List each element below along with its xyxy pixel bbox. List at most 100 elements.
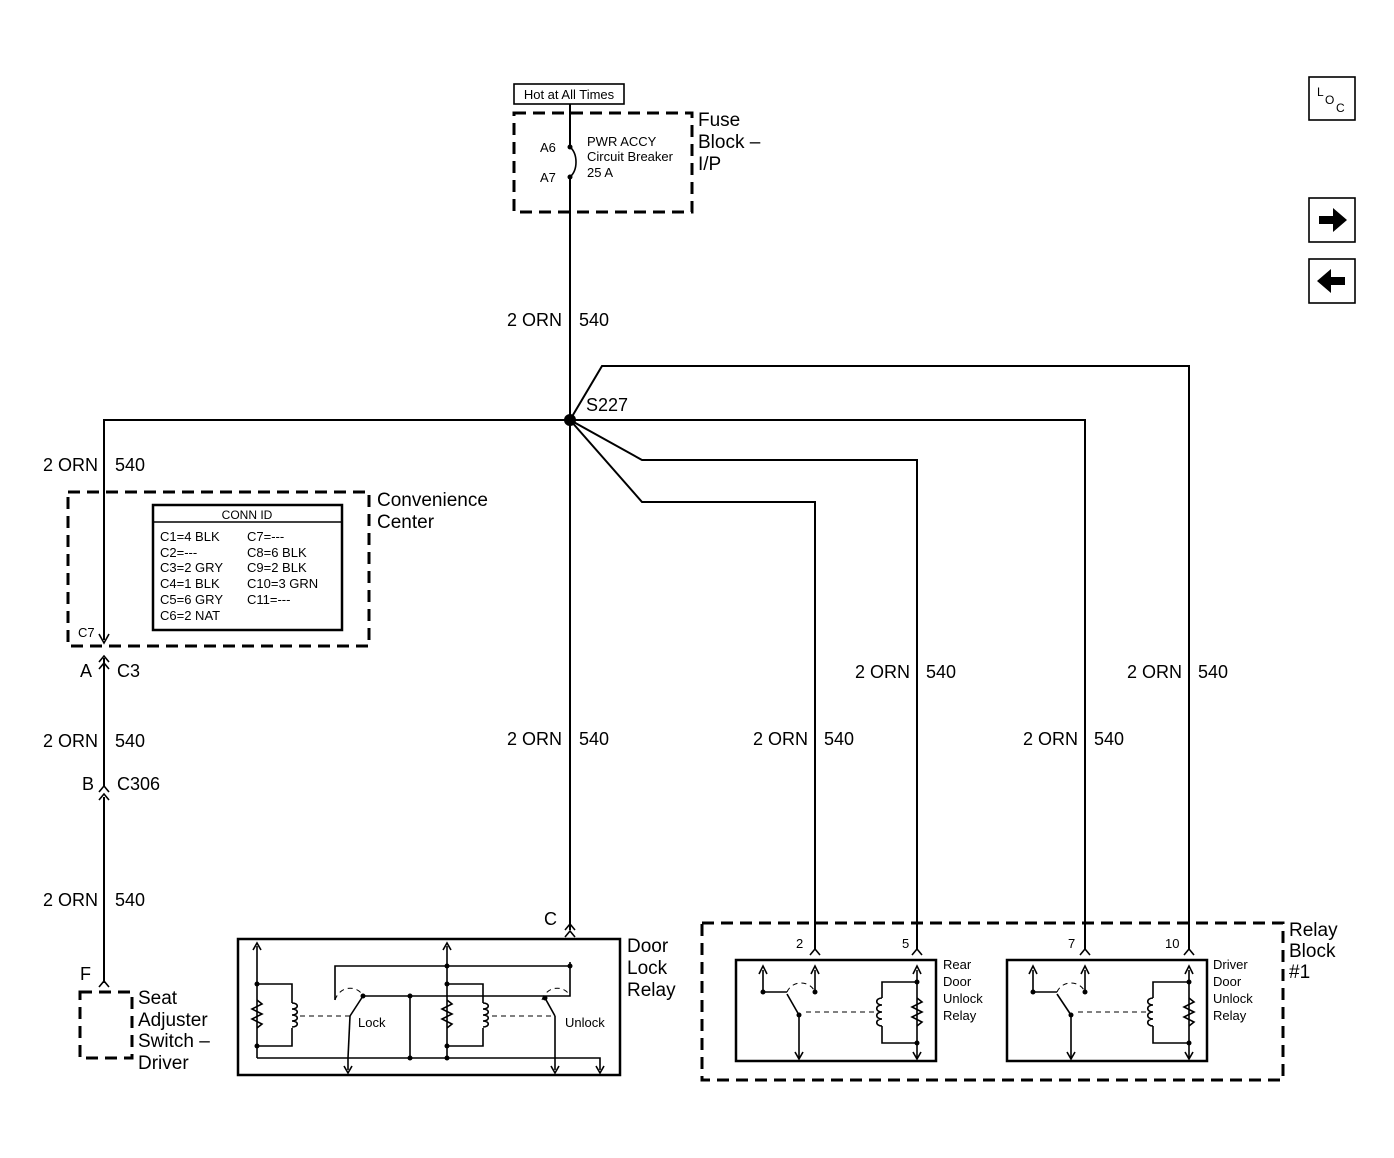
- convenience-center-name-2: Center: [377, 512, 435, 533]
- forward-button-frame[interactable]: [1308, 197, 1356, 243]
- terminal-c7: C7: [78, 625, 95, 640]
- fuse-block-name-1: Fuse: [698, 110, 740, 131]
- conn-id-cell: C6=2 NAT: [160, 608, 220, 623]
- wire-to-driver-relay-pin-7: [570, 419, 1086, 950]
- relay-arrow: [343, 1065, 353, 1075]
- hot-at-all-times-label: Hot at All Times: [524, 87, 615, 102]
- fuse-block-name-3: I/P: [698, 154, 721, 175]
- relay-link: [786, 993, 800, 1016]
- relay-block-name-3: #1: [1289, 962, 1310, 983]
- door-lock-relay-internals: Lock Unlock: [250, 941, 605, 1075]
- resistor-icon: [440, 999, 454, 1029]
- relay-bus: [447, 1028, 484, 1047]
- wire-label-circuit: 540: [579, 729, 609, 749]
- relay-node: [1186, 979, 1192, 985]
- relay-node: [1030, 989, 1036, 995]
- door-lock-relay-terminal-top: [564, 922, 576, 931]
- terminal-a6: A6: [540, 140, 556, 155]
- driver-relay-pin-7-terminal: [1079, 947, 1091, 956]
- unlock-label: Unlock: [565, 1015, 605, 1030]
- rear-relay-pin-2: 2: [796, 936, 803, 951]
- wire-label-circuit: 540: [115, 731, 145, 751]
- wire-label-circuit: 540: [115, 890, 145, 910]
- wire-label-color: 2 ORN: [507, 729, 562, 749]
- relay-node: [444, 981, 450, 987]
- wire-label-circuit: 540: [824, 729, 854, 749]
- driver-relay-pin-10-terminal: [1183, 947, 1195, 956]
- fuse-block: Fuse Block – I/P A6 A7 PWR ACCY Circuit …: [512, 110, 761, 214]
- relay-arrow: [1184, 1051, 1194, 1061]
- relay-node: [914, 1040, 920, 1046]
- wire-to-rear-relay-pin-5: [569, 419, 918, 950]
- seat-adjuster-pin: F: [80, 964, 91, 984]
- door-lock-relay-name-2: Lock: [627, 958, 668, 979]
- relay-bus: [257, 1028, 293, 1047]
- conn-id-cell: C4=1 BLK: [160, 576, 220, 591]
- seat-adjuster-terminal: [98, 979, 110, 988]
- power-source: Hot at All Times: [513, 83, 625, 105]
- relay-node: [407, 1055, 413, 1061]
- relay-node: [1082, 989, 1088, 995]
- seat-adjuster-name-4: Driver: [138, 1053, 189, 1074]
- wire-label-color: 2 ORN: [1023, 729, 1078, 749]
- forward-button[interactable]: [1308, 197, 1356, 243]
- wire-label-circuit: 540: [926, 662, 956, 682]
- terminal-c7-arrow: [98, 633, 110, 645]
- relay-arrow: [1066, 1051, 1076, 1061]
- relay-block-name-1: Relay: [1289, 920, 1338, 941]
- relay-arrow: [595, 1065, 605, 1075]
- relay-arrow: [1028, 964, 1038, 975]
- relay-node: [760, 989, 766, 995]
- lock-label: Lock: [358, 1015, 386, 1030]
- conn-id-cell: C3=2 GRY: [160, 560, 223, 575]
- connector-c306-pin: B: [82, 774, 94, 794]
- relay-arrow: [794, 1051, 804, 1061]
- connector-c3-male: [98, 661, 110, 670]
- rear-door-unlock-relay: 2 5 Rear Door Unlock Relay: [734, 936, 983, 1063]
- wire-label-circuit: 540: [1198, 662, 1228, 682]
- loc-button[interactable]: L O C: [1308, 76, 1356, 121]
- driver-relay-name-1: Driver: [1213, 957, 1248, 972]
- relay-node: [796, 1012, 802, 1018]
- relay-bus: [881, 1026, 917, 1044]
- coil-icon: [291, 1002, 299, 1028]
- relay-bus: [1152, 981, 1189, 998]
- conn-id-cell: C10=3 GRN: [247, 576, 318, 591]
- breaker-line-2: Circuit Breaker: [587, 149, 674, 164]
- conn-id-cell: C8=6 BLK: [247, 545, 307, 560]
- back-button[interactable]: [1308, 258, 1356, 304]
- driver-relay-name-3: Unlock: [1213, 991, 1253, 1006]
- wire-label-color: 2 ORN: [43, 455, 98, 475]
- relay-bus: [334, 962, 571, 1000]
- rear-relay-name-4: Relay: [943, 1008, 977, 1023]
- relay-bus: [257, 983, 293, 1003]
- relay-node: [1068, 1012, 1074, 1018]
- resistor-icon: [1182, 997, 1196, 1027]
- rear-relay-pin-5: 5: [902, 936, 909, 951]
- relay-block-1: Relay Block #1 2 5 Rear Door Unlock Rela…: [700, 920, 1338, 1082]
- connector-c306-female: [98, 784, 110, 793]
- driver-relay-name-4: Relay: [1213, 1008, 1247, 1023]
- back-button-frame[interactable]: [1308, 258, 1356, 304]
- relay-node: [542, 995, 548, 1001]
- conn-id-cell: C1=4 BLK: [160, 529, 220, 544]
- door-lock-relay-name-3: Relay: [627, 980, 676, 1001]
- coil-icon: [482, 1002, 490, 1028]
- loc-button-frame[interactable]: [1308, 76, 1356, 121]
- loc-letter-c: C: [1336, 101, 1345, 115]
- relay-node: [444, 963, 450, 969]
- relay-node: [360, 993, 366, 999]
- conn-id-cell: C9=2 BLK: [247, 560, 307, 575]
- relay-node: [914, 979, 920, 985]
- rear-relay-pin-2-terminal: [809, 947, 821, 956]
- seat-adjuster-name-1: Seat: [138, 988, 178, 1009]
- wire-label-color: 2 ORN: [1127, 662, 1182, 682]
- relay-link: [1056, 982, 1086, 993]
- relay-node: [254, 1043, 260, 1049]
- rear-relay-name-3: Unlock: [943, 991, 983, 1006]
- rear-relay-pin-5-terminal: [911, 947, 923, 956]
- door-lock-relay-terminal-bottom: [564, 929, 576, 938]
- door-lock-relay-pin: C: [544, 909, 557, 929]
- conn-id-table: [151, 503, 344, 632]
